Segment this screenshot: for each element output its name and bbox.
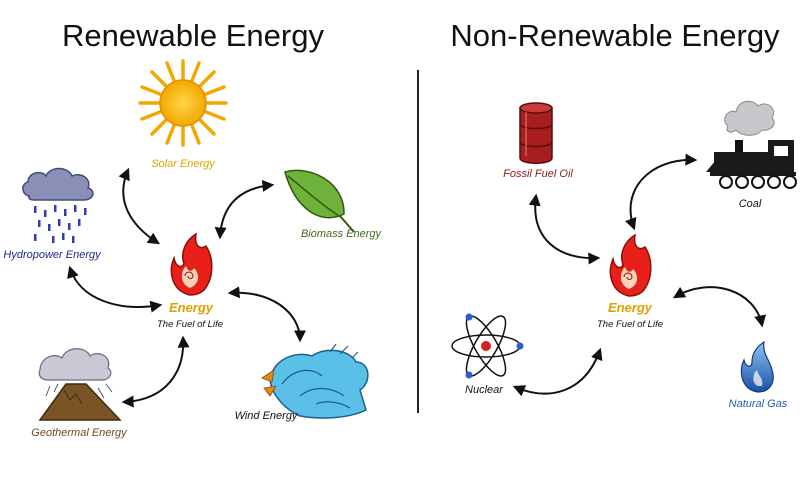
solar-label: Solar Energy [151,158,216,170]
wind-label: Wind Energy [235,410,299,422]
oil-barrel-icon [519,102,553,164]
arrow-nuclear [512,347,603,397]
arrow-solar [118,167,161,245]
biomass-label: Biomass Energy [301,228,383,240]
wind-wave-icon [261,343,369,419]
rain-cloud-icon [22,167,94,243]
renewable-energy-sublabel: The Fuel of Life [157,319,223,330]
flame-icon [609,233,652,297]
oil-label: Fossil Fuel Oil [503,168,573,180]
arrow-biomass [214,179,275,240]
atom-icon [451,313,524,379]
steam-train-icon [706,100,797,189]
arrow-hydropower [67,265,163,313]
arrow-coal [625,153,698,231]
renewable-title: Renewable Energy [62,18,324,53]
arrow-wind [227,286,306,343]
gas-flame-icon [740,340,774,393]
volcano-icon [38,348,122,421]
arrow-gas [672,286,766,328]
coal-label: Coal [739,198,762,210]
gas-label: Natural Gas [729,398,788,410]
non-renewable-energy-label: Energy [608,300,653,315]
flame-icon [170,232,213,296]
geothermal-label: Geothermal Energy [31,427,128,439]
arrow-oil [528,193,601,265]
non-renewable-title: Non-Renewable Energy [450,18,780,53]
leaf-icon [284,169,355,233]
nuclear-label: Nuclear [465,384,504,396]
renewable-energy-label: Energy [169,300,214,315]
arrow-geothermal [121,335,190,408]
sun-icon [138,59,228,147]
hydropower-label: Hydropower Energy [3,249,102,261]
non-renewable-energy-sublabel: The Fuel of Life [597,319,663,330]
